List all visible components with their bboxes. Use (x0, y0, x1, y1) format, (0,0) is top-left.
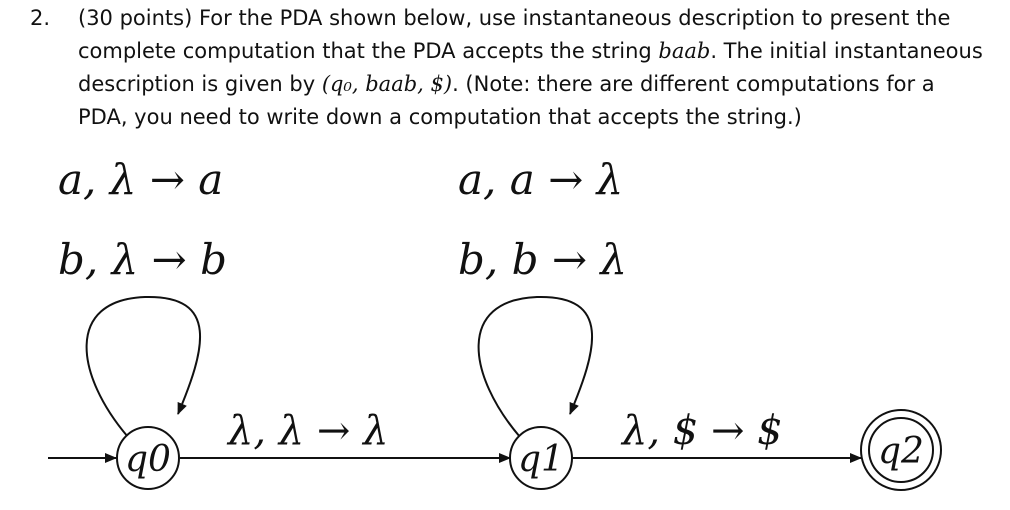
q1-loop-label-2: b, b → λ (458, 235, 627, 284)
question-body: (30 points) For the PDA shown below, use… (78, 2, 990, 134)
state-q0: q0 (116, 426, 180, 490)
question-text: 2. (30 points) For the PDA shown below, … (30, 2, 990, 134)
question-text-part-3: . (Note: there are different computation… (78, 72, 935, 129)
q0-self-loop-arrow (85, 295, 202, 438)
q1-loop-label-1: a, a → λ (458, 155, 623, 204)
input-string: baab (658, 39, 711, 63)
state-q2: q2 (860, 409, 942, 491)
question-text-part-1: For the PDA shown below, use instantaneo… (78, 6, 951, 63)
q0-loop-label-1: a, λ → a (58, 155, 223, 204)
question-points: (30 points) (78, 6, 193, 30)
state-q2-inner-circle (868, 417, 934, 483)
transition-q0-q1-label: λ, λ → λ (226, 408, 388, 454)
transition-q1-q2-label: λ, $ → $ (620, 408, 783, 454)
state-q2-outer-circle (860, 409, 942, 491)
q1-self-loop-arrow (477, 295, 594, 438)
question-number: 2. (30, 6, 51, 30)
initial-instantaneous-description: (q₀, baab, $) (321, 72, 453, 96)
state-q1-label: q1 (518, 439, 564, 480)
question-text-part-2: . The initial instantaneous description … (78, 39, 983, 96)
state-q0-label: q0 (125, 439, 171, 480)
q0-loop-label-2: b, λ → b (58, 235, 227, 284)
state-q0-circle (116, 426, 180, 490)
state-q1-circle (509, 426, 573, 490)
state-q1: q1 (509, 426, 573, 490)
state-q2-label: q2 (878, 431, 924, 472)
